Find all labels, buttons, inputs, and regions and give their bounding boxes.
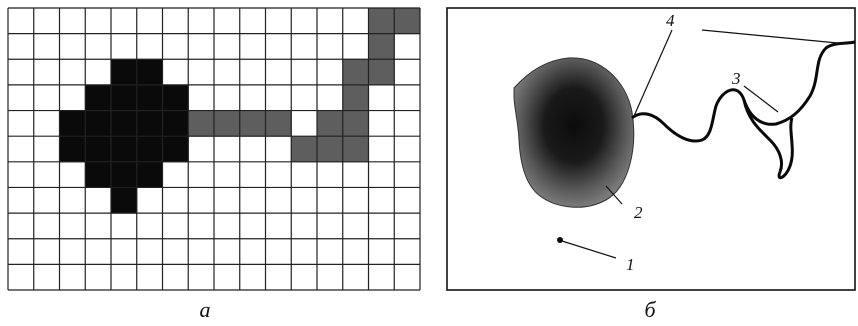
raster-cell-river (343, 59, 369, 85)
raster-cell-river (291, 136, 317, 162)
raster-cell-lake (60, 111, 86, 137)
raster-cell-lake (85, 85, 111, 111)
lake-polygon (514, 58, 634, 207)
raster-cell-lake (111, 85, 137, 111)
raster-cell-lake (137, 85, 163, 111)
raster-cell-lake (111, 187, 137, 213)
raster-cell-river (214, 111, 240, 137)
raster-cell-river (266, 111, 292, 137)
raster-cell-river (369, 34, 395, 60)
raster-cell-lake (111, 111, 137, 137)
raster-cell-lake (85, 111, 111, 137)
raster-cell-river (317, 136, 343, 162)
raster-cell-lake (163, 136, 189, 162)
river-line (632, 42, 855, 141)
raster-cell-lake (137, 136, 163, 162)
raster-cell-river (240, 111, 266, 137)
leader-line-1 (562, 241, 616, 258)
label-3: 3 (731, 69, 741, 88)
raster-cell-river (369, 8, 395, 34)
raster-cell-lake (163, 85, 189, 111)
raster-cell-lake (85, 162, 111, 188)
point-feature (557, 237, 563, 243)
label-4: 4 (666, 11, 675, 30)
raster-cell-lake (111, 136, 137, 162)
raster-cell-lake (137, 111, 163, 137)
raster-cell-river (369, 59, 395, 85)
raster-cell-lake (137, 162, 163, 188)
vector-panel-frame (447, 8, 855, 290)
raster-cell-lake (85, 136, 111, 162)
raster-cell-lake (137, 59, 163, 85)
label-1: 1 (626, 255, 635, 274)
raster-cell-lake (163, 111, 189, 137)
leader-line-4b (702, 30, 848, 44)
raster-cell-river (343, 136, 369, 162)
panel-a-caption: а (200, 297, 211, 322)
raster-cell-lake (111, 59, 137, 85)
panel-b-caption: б (644, 297, 656, 322)
label-2: 2 (634, 203, 643, 222)
raster-cell-river (394, 8, 420, 34)
raster-cell-river (317, 111, 343, 137)
raster-cell-lake (60, 136, 86, 162)
leader-line-4a (634, 30, 672, 116)
raster-cell-river (343, 111, 369, 137)
raster-cell-lake (111, 162, 137, 188)
raster-cell-river (343, 85, 369, 111)
vector-panel: 1 2 3 4 б (447, 8, 855, 322)
raster-panel: а (8, 8, 421, 322)
raster-cell-river (188, 111, 214, 137)
